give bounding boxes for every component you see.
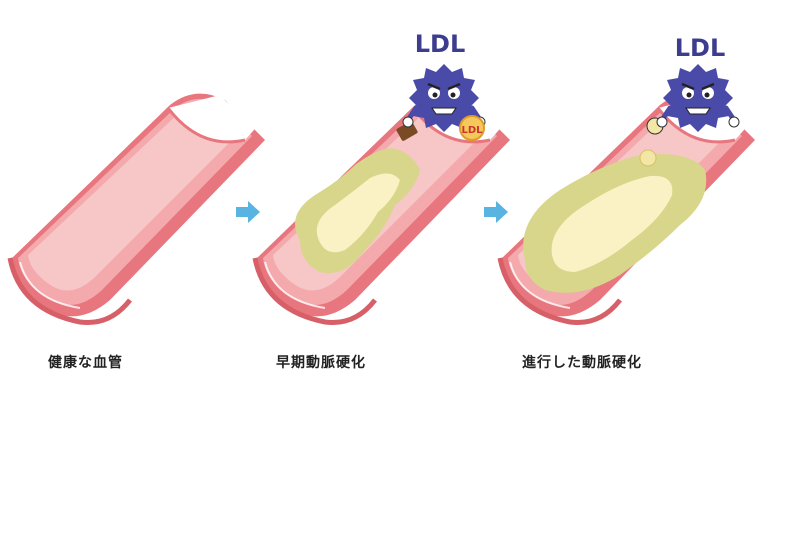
caption-healthy: 健康な血管 <box>48 355 123 371</box>
arrow-right-icon <box>236 201 260 223</box>
caption-advanced: 進行した動脈硬化 <box>522 355 642 371</box>
advanced-plaque-core <box>551 175 673 272</box>
arrow-right-icon <box>484 201 508 223</box>
germ-label: LDL <box>415 30 466 58</box>
early-plaque-core <box>316 173 400 253</box>
panel-early: LDL LDL <box>255 30 515 323</box>
healthy-vessel <box>10 94 270 323</box>
ldl-badge: LDL <box>461 125 483 136</box>
panel-healthy <box>10 94 270 323</box>
germ-label: LDL <box>675 34 726 62</box>
caption-early: 早期動脈硬化 <box>276 355 366 371</box>
panel-advanced: LDL <box>500 34 760 323</box>
